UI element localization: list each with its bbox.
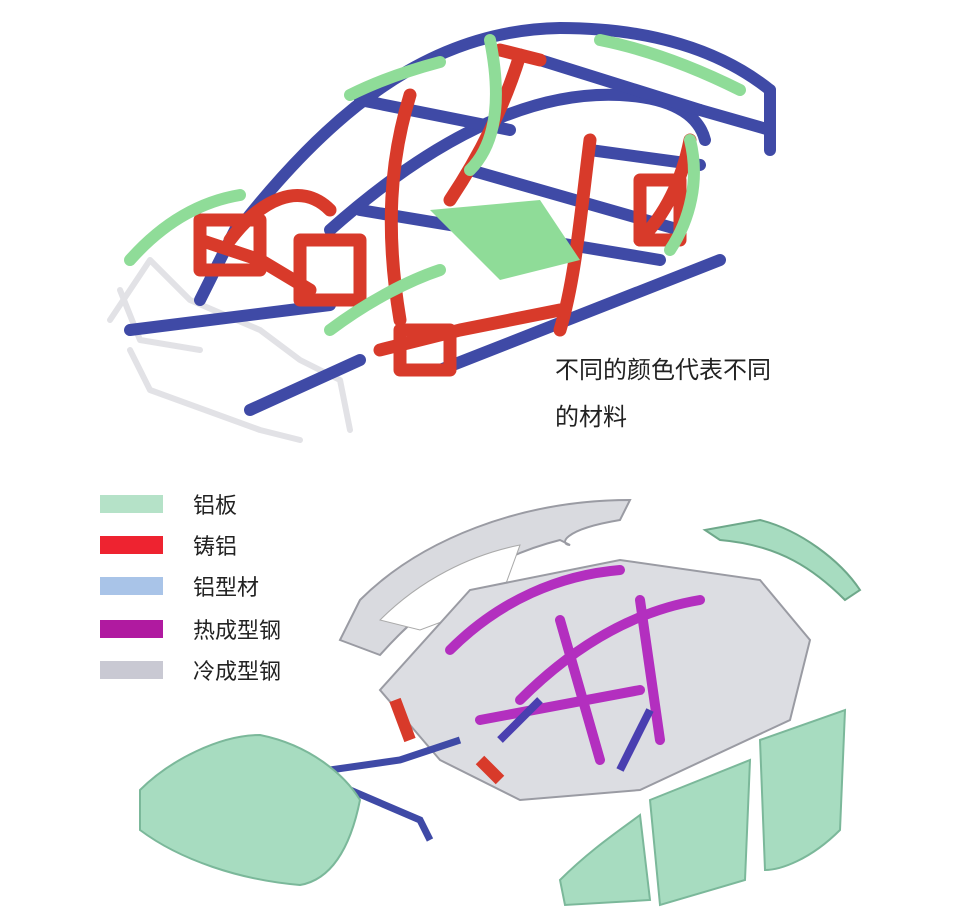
caption-line-2: 的材料 (555, 403, 627, 431)
legend-item-cast-aluminium: 铸铝 (100, 533, 237, 560)
legend-swatch (100, 495, 163, 513)
legend-label: 铝板 (193, 494, 238, 519)
legend-label: 铸铝 (193, 535, 238, 560)
legend-label: 冷成型钢 (193, 660, 282, 685)
legend-item-aluminium-profile: 铝型材 (100, 574, 259, 601)
hood (139, 733, 362, 887)
caption-line-1: 不同的颜色代表不同 (555, 356, 771, 384)
legend-item-hot-formed-steel: 热成型钢 (100, 617, 281, 644)
exploded-body-bottom (139, 498, 862, 907)
space-frame-top (107, 22, 776, 443)
legend-label: 铝型材 (193, 576, 260, 601)
legend-swatch (100, 536, 163, 554)
legend-swatch (100, 661, 163, 679)
legend-label: 热成型钢 (193, 619, 282, 644)
legend-item-aluminium-sheet: 铝板 (100, 492, 237, 519)
legend-swatch (100, 577, 163, 595)
legend-swatch (100, 620, 163, 638)
legend-item-cold-formed-steel: 冷成型钢 (100, 658, 281, 685)
